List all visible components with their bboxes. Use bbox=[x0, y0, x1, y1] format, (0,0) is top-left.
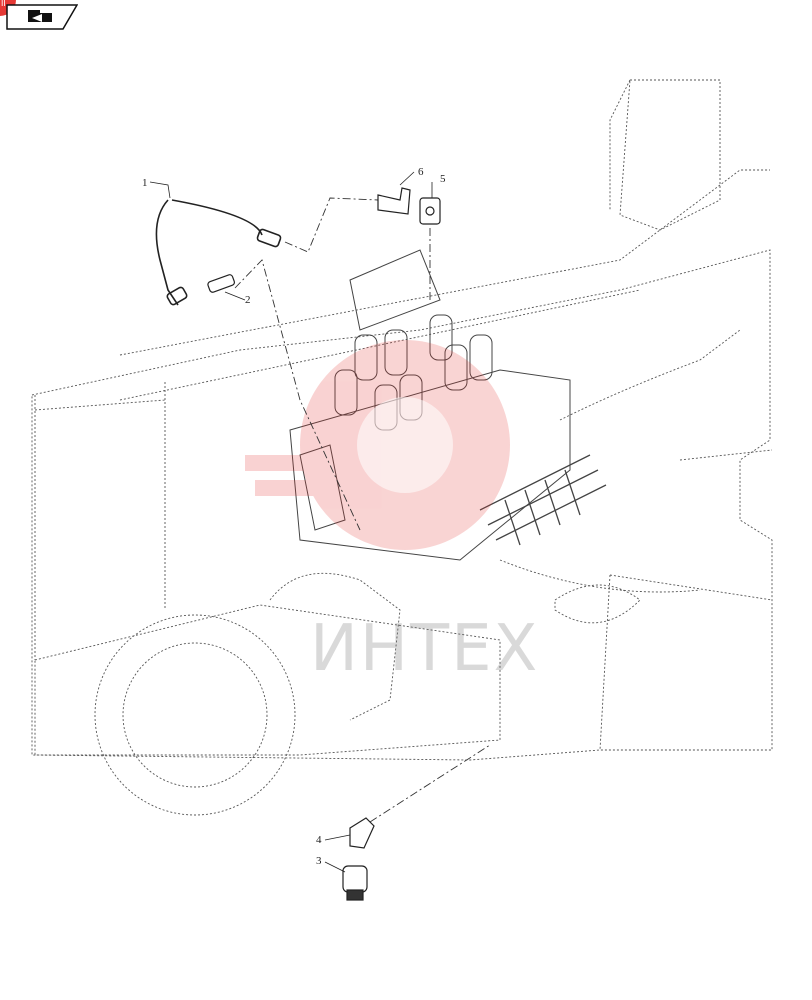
left-rail bbox=[34, 382, 166, 660]
slot-cutout bbox=[554, 584, 641, 624]
part-hose-1 bbox=[155, 199, 282, 306]
part-fitting-2 bbox=[207, 274, 236, 293]
callout-1: 1 bbox=[142, 177, 148, 189]
right-bracket bbox=[599, 449, 773, 751]
callout-5: 5 bbox=[440, 173, 446, 185]
leader-1 bbox=[284, 197, 379, 253]
rear-tower bbox=[609, 79, 721, 231]
pipe-run-2 bbox=[499, 559, 701, 593]
upper-beam bbox=[119, 169, 770, 401]
part-sensor-3 bbox=[342, 865, 368, 901]
page-back-icon[interactable] bbox=[6, 4, 78, 30]
chassis-outline bbox=[31, 249, 773, 761]
callout-3: 3 bbox=[316, 855, 322, 867]
leader-3-4 bbox=[369, 744, 491, 823]
callout-6: 6 bbox=[418, 166, 424, 178]
corner-badge-text: II bbox=[1, 0, 6, 8]
hose-run bbox=[269, 572, 401, 721]
callout-4: 4 bbox=[316, 834, 322, 846]
leader-2 bbox=[234, 259, 361, 531]
part-elbow-4 bbox=[349, 817, 375, 849]
control-valve-block bbox=[289, 249, 607, 561]
callout-2: 2 bbox=[245, 294, 251, 306]
swing-bearing bbox=[94, 614, 296, 816]
callout-labels: 1 2 3 4 5 6 bbox=[142, 166, 446, 867]
part-elbow-6 bbox=[377, 187, 411, 215]
part-switch-5 bbox=[419, 197, 441, 225]
watermark-text: ИНТЕХ bbox=[310, 612, 540, 686]
pipe-run bbox=[559, 329, 741, 421]
